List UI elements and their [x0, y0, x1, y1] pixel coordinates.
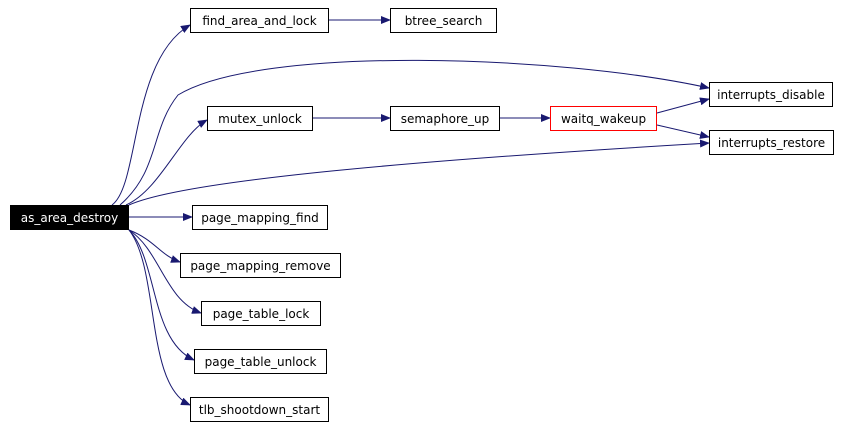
edge-as-area-destroy-to-mutex-unlock [125, 119, 208, 206]
edge-as-area-destroy-to-page-table-unlock [128, 229, 195, 361]
node-find-area-and-lock[interactable]: find_area_and_lock [190, 8, 329, 33]
edge-waitq-wakeup-to-interrupts-restore [656, 124, 710, 139]
edge-as-area-destroy-to-page-table-lock [128, 229, 202, 314]
node-waitq-wakeup[interactable]: waitq_wakeup [550, 106, 657, 131]
edge-as-area-destroy-to-page-mapping-remove [128, 229, 181, 263]
node-as-area-destroy[interactable]: as_area_destroy [10, 205, 129, 230]
node-page-mapping-remove[interactable]: page_mapping_remove [180, 253, 341, 278]
node-tlb-shootdown-start[interactable]: tlb_shootdown_start [190, 397, 329, 422]
node-page-table-lock[interactable]: page_table_lock [201, 301, 321, 326]
node-page-table-unlock[interactable]: page_table_unlock [194, 349, 327, 374]
edge-waitq-wakeup-to-interrupts-disable [656, 97, 710, 114]
edge-as-area-destroy-to-interrupts-disable [119, 59, 710, 206]
node-interrupts-restore[interactable]: interrupts_restore [709, 130, 834, 155]
edge-as-area-destroy-to-tlb-shootdown-start [128, 229, 191, 406]
node-btree-search[interactable]: btree_search [390, 8, 497, 33]
edge-as-area-destroy-to-find-area-and-lock [111, 24, 191, 206]
node-mutex-unlock[interactable]: mutex_unlock [207, 106, 313, 131]
node-interrupts-disable[interactable]: interrupts_disable [709, 82, 833, 107]
edge-as-area-destroy-to-interrupts-restore [128, 139, 710, 206]
node-page-mapping-find[interactable]: page_mapping_find [192, 205, 328, 230]
node-semaphore-up[interactable]: semaphore_up [390, 106, 500, 131]
